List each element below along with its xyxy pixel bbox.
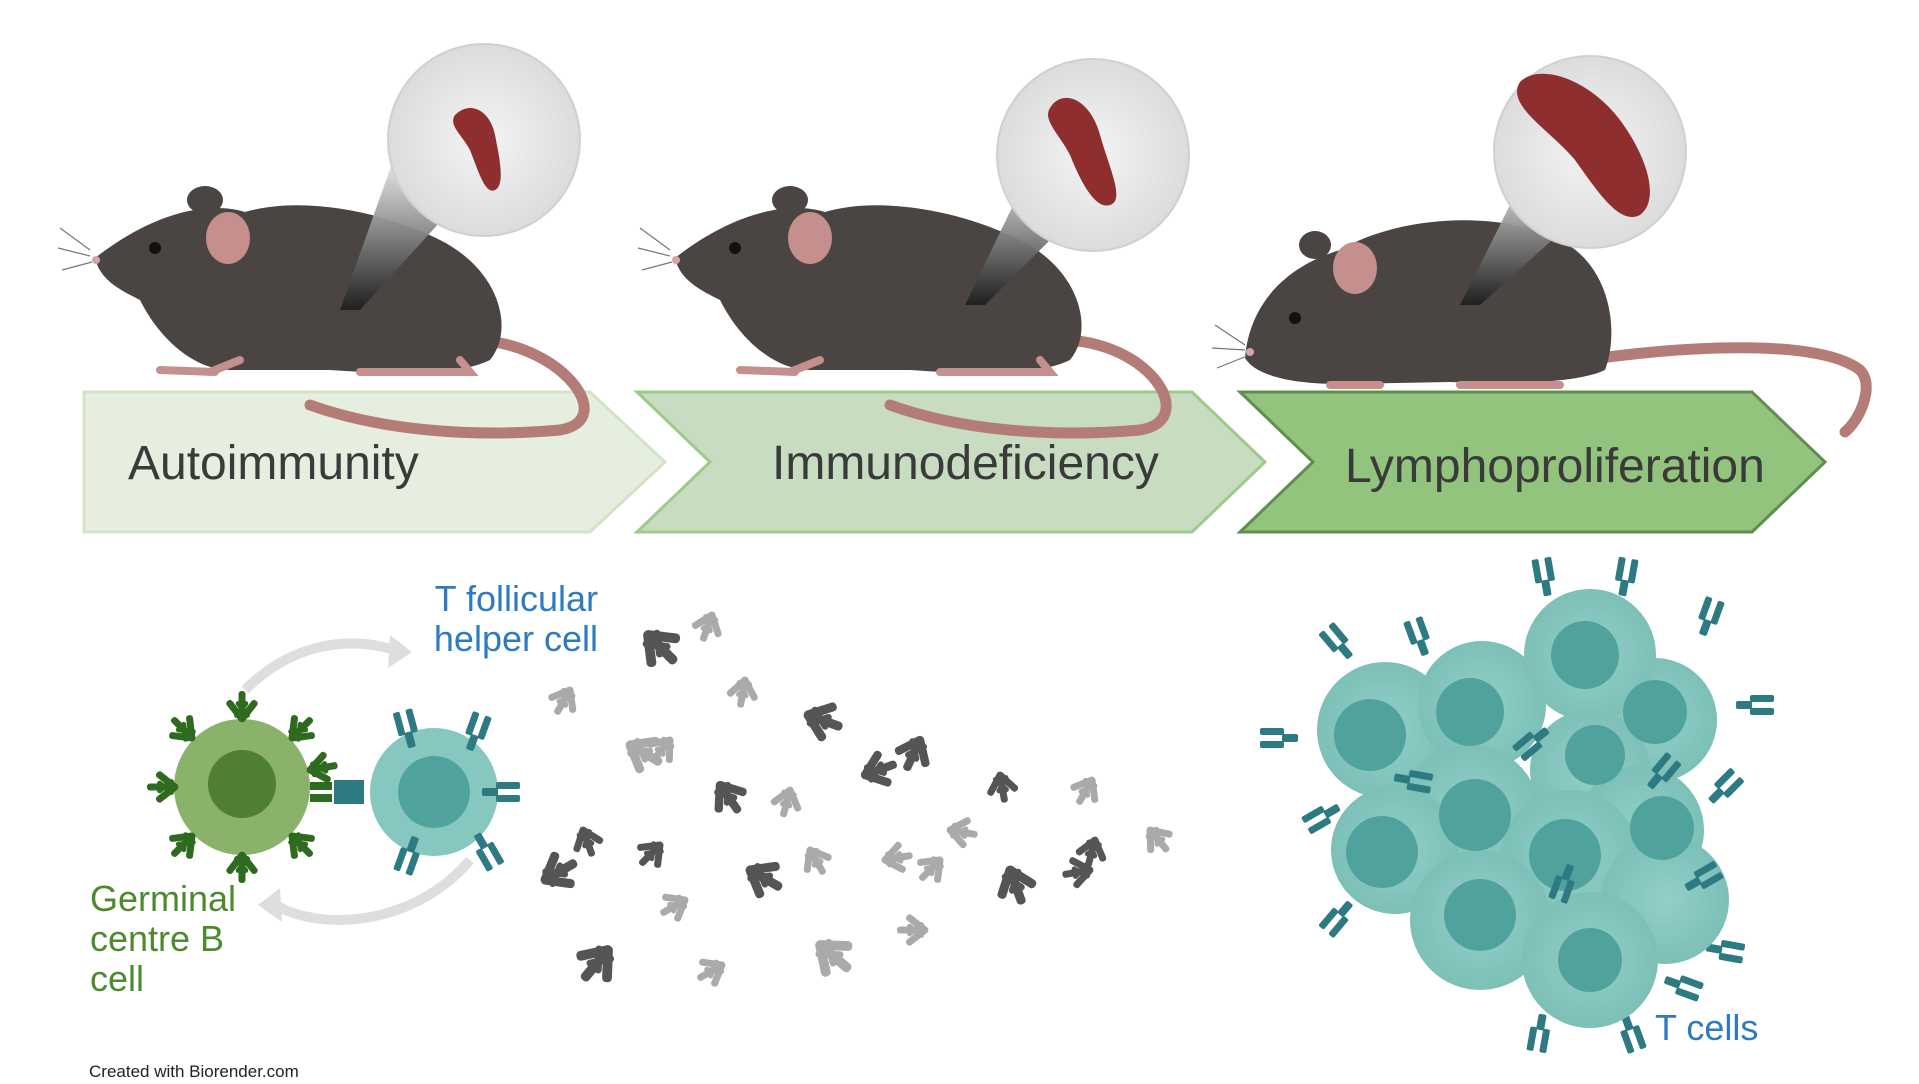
arrow-lymphoproliferation [1236, 390, 1828, 534]
t-cells-label: T cells [1655, 1007, 1759, 1048]
stage-label-autoimmunity: Autoimmunity [128, 437, 419, 490]
t-cell-cluster [1260, 556, 1774, 1055]
mouse-immunodeficiency [637, 186, 1172, 439]
stage-label-lymphoproliferation: Lymphoproliferation [1345, 440, 1765, 493]
biorender-credit: Created with Biorender.com [89, 1062, 299, 1081]
stage-arrows [82, 390, 1828, 534]
spleen-magnifier-3 [1460, 55, 1687, 305]
spleen-magnifier-1 [340, 43, 581, 310]
tfh-nucleus [398, 756, 470, 828]
stage-label-immunodeficiency: Immunodeficiency [772, 437, 1159, 490]
spleen-icon [1517, 73, 1650, 217]
b-cell-nucleus [208, 750, 276, 818]
gc-tfh-interaction [147, 635, 520, 925]
spleen-icon [1048, 97, 1117, 206]
spleen-magnifier-2 [965, 58, 1190, 305]
germinal-centre-b-cell-label: Germinal centre B cell [90, 878, 237, 999]
arrow-autoimmunity [82, 390, 668, 534]
tfh-cell-label: T follicular helper cell [433, 578, 598, 659]
antibody-swarm [528, 604, 1181, 996]
spleen-icon [453, 107, 501, 191]
